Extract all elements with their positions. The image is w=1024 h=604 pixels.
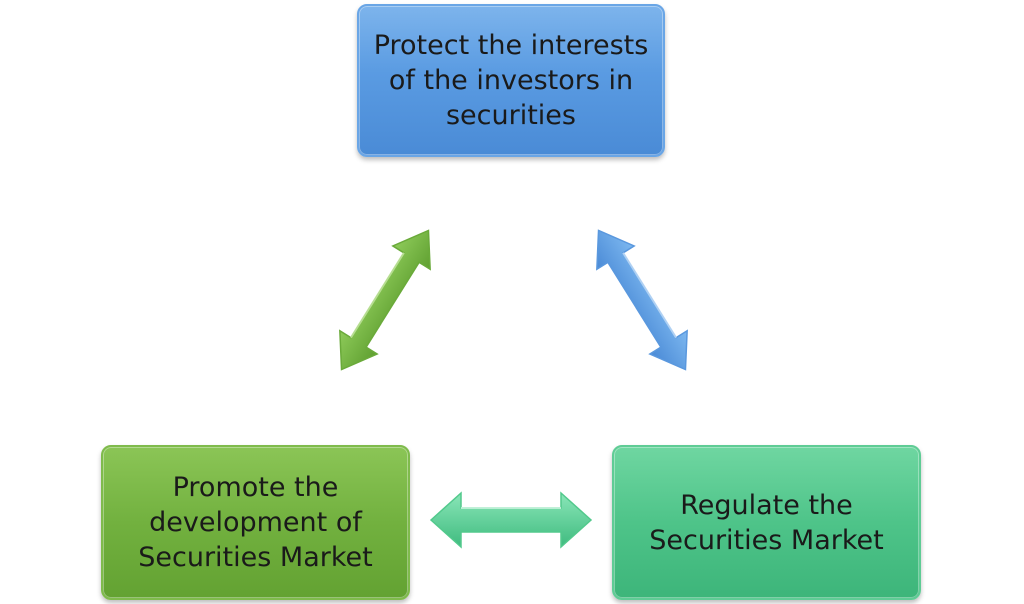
node-text-line: securities [445,100,576,131]
node-protect-investors: Protect the interests of the investors i… [357,4,665,157]
node-text-line: Securities Market [138,542,373,573]
node-text-line: of the investors in [388,65,634,96]
node-promote-development: Promote the development of Securities Ma… [101,445,410,600]
double-arrow-right-icon [596,229,688,371]
node-text-line: development of [149,507,362,538]
double-arrow-left-icon [339,229,431,371]
node-text-line: Protect the interests [373,30,649,61]
node-protect-investors-text: Protect the interests of the investors i… [374,28,649,133]
node-text-line: Securities Market [649,524,884,556]
node-promote-development-text: Promote the development of Securities Ma… [138,470,372,575]
node-regulate-market-text: Regulate the Securities Market [649,488,883,558]
node-text-line: Promote the [172,472,339,503]
node-regulate-market: Regulate the Securities Market [612,445,921,600]
node-text-line: Regulate the [680,489,853,521]
double-arrow-bottom-icon [429,491,593,549]
